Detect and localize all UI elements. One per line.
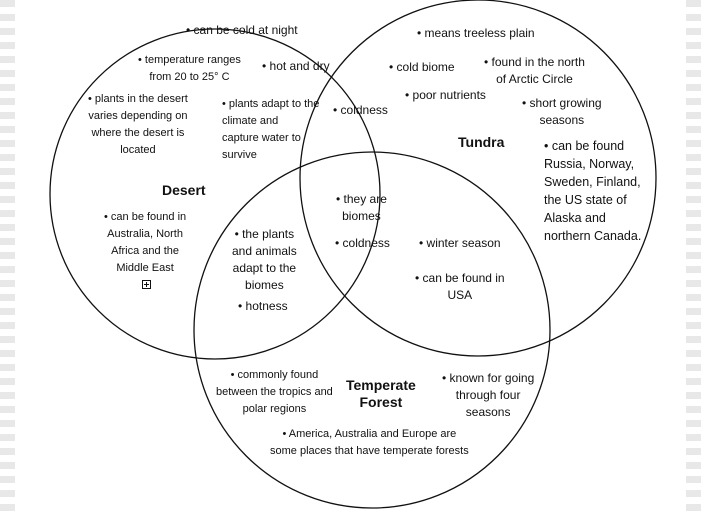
tundra-title: Tundra [458, 134, 505, 150]
desert-circle [49, 28, 381, 360]
right-edge-pattern [686, 0, 701, 515]
tundra-fact-poor-nutrients: • poor nutrients [405, 88, 486, 102]
desert-fact-cold-night: • can be cold at night [186, 23, 298, 37]
all-coldness: • coldness [335, 236, 390, 250]
tundra-fact-treeless: • means treeless plain [417, 26, 535, 40]
all-biomes: • they are biomes [336, 192, 387, 223]
desert-fact-plants-adapt: • plants adapt to the climate and captur… [222, 98, 320, 161]
left-edge-pattern [0, 0, 15, 515]
desert-forest-adapt: • the plants and animals adapt to the bi… [232, 227, 297, 292]
forest-fact-seasons: • known for going through four seasons [442, 371, 535, 419]
tundra-fact-location: • can be found Russia, Norway, Sweden, F… [544, 139, 642, 243]
desert-tundra-coldness: • coldness [333, 103, 388, 117]
desert-fact-hot-dry: • hot and dry [262, 59, 330, 73]
tundra-fact-short-seasons: • short growing seasons [522, 96, 602, 127]
desert-fact-location: • can be found in Australia, North Afric… [104, 211, 187, 274]
tundra-circle [299, 0, 657, 357]
plus-box-icon[interactable] [142, 280, 151, 289]
desert-title: Desert [162, 182, 206, 198]
tundra-fact-cold-biome: • cold biome [389, 60, 455, 74]
temperate-forest-title: Temperate Forest [346, 377, 416, 410]
forest-fact-tropics: • commonly found between the tropics and… [216, 369, 333, 415]
desert-forest-hotness: • hotness [238, 299, 288, 313]
forest-fact-places: • America, Australia and Europe are some… [270, 428, 469, 457]
forest-circle [193, 151, 551, 509]
desert-fact-plants-vary: • plants in the desert varies depending … [88, 93, 188, 156]
tundra-forest-winter: • winter season [419, 236, 501, 250]
tundra-fact-arctic: • found in the north of Arctic Circle [484, 55, 585, 86]
desert-fact-temperature: • temperature ranges from 20 to 25° C [138, 54, 241, 83]
tundra-forest-usa: • can be found in USA [415, 271, 505, 302]
